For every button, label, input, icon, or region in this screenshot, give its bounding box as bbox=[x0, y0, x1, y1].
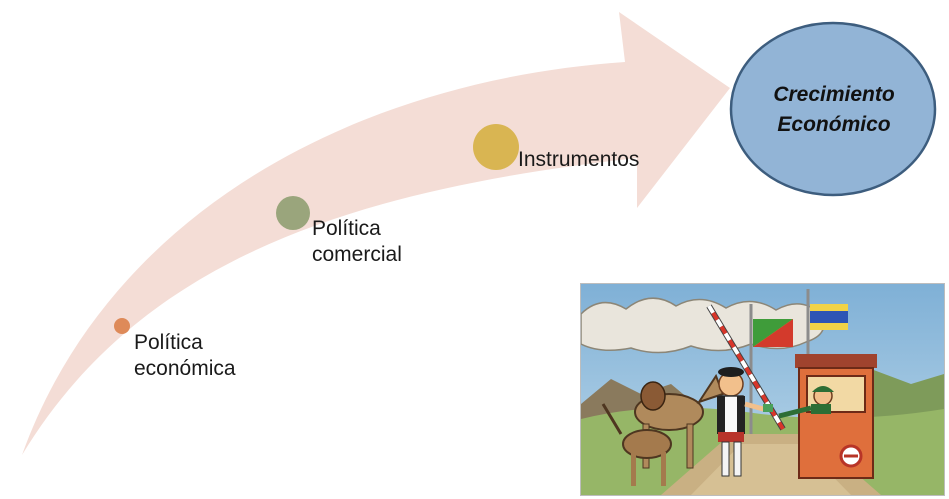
progress-arrow bbox=[22, 12, 730, 455]
step-label-instruments: Instrumentos bbox=[518, 148, 640, 171]
border-crossing-cartoon bbox=[580, 283, 945, 496]
goal-ellipse bbox=[729, 21, 937, 197]
step-marker-economic-policy bbox=[114, 318, 130, 334]
step-marker-instruments bbox=[473, 124, 519, 170]
goal-label: Crecimiento Económico bbox=[773, 83, 895, 136]
step-label-trade-policy: Política comercial bbox=[312, 217, 402, 266]
step-label-economic-policy: Política económica bbox=[134, 331, 236, 380]
step-marker-trade-policy bbox=[276, 196, 310, 230]
